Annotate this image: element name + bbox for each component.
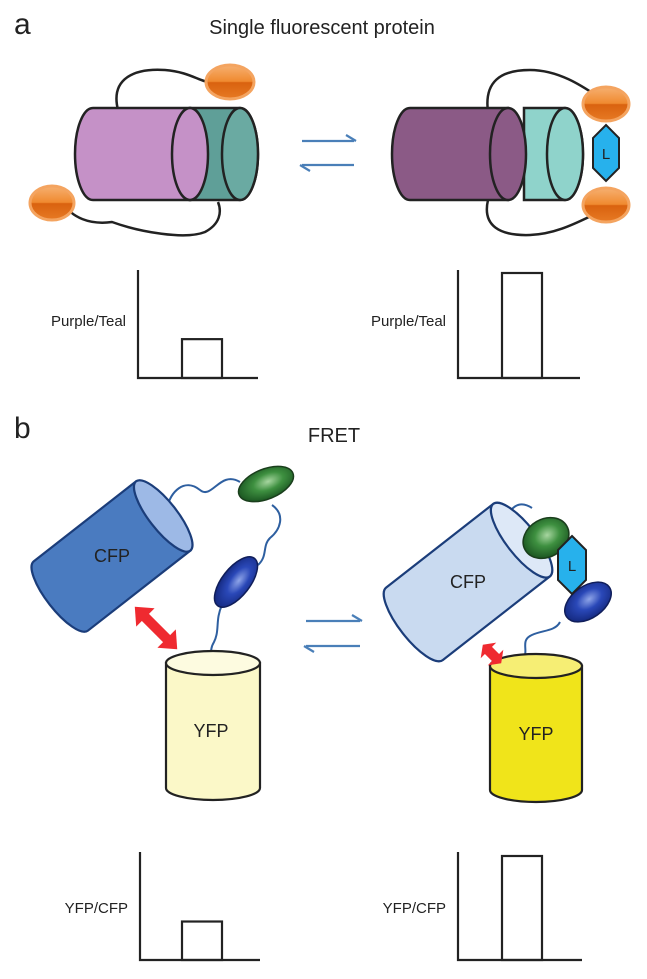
sensor-right-state: L (390, 68, 631, 237)
cfp-label-right: CFP (450, 572, 486, 592)
ratio-bar-b-right (500, 854, 544, 962)
panel-a-letter: a (14, 8, 31, 41)
ligand-label-b: L (568, 558, 576, 575)
ratio-bar-a-right (500, 271, 544, 380)
linker-cfp-green (165, 478, 241, 513)
green-domain-left (237, 465, 295, 503)
linker-green-navy (257, 504, 282, 566)
linker-bottom-left (60, 201, 222, 237)
linker-bottom-right (485, 199, 601, 237)
fret-right-state: CFP L YFP (382, 501, 612, 804)
yfp-cylinder-left: YFP (164, 649, 262, 802)
ratio-axes-a-right (456, 270, 580, 380)
panel-a-title: Single fluorescent protein (209, 17, 435, 39)
fret-double-arrow-left (134, 606, 178, 650)
panel-a: a Single fluorescent protein (14, 8, 631, 380)
ligand-label-a: L (602, 146, 610, 163)
linker-top-right (486, 68, 601, 113)
ratio-axes-a-left (136, 270, 258, 380)
cfp-cylinder-left: CFP (30, 479, 194, 633)
cfp-cylinder-right: CFP (382, 501, 554, 663)
orange-domain-bottom-right (581, 186, 631, 224)
ratio-bar-b-left (180, 920, 224, 962)
ratio-axis-label-a-left: Purple/Teal (51, 313, 126, 330)
navy-domain-left (213, 556, 259, 608)
linker-top-left (115, 68, 211, 111)
ratio-bar-a-left (180, 338, 224, 380)
purple-cylinder-face-right (488, 106, 528, 202)
ratio-axis-label-b-right: YFP/CFP (383, 900, 446, 917)
yfp-cylinder-right: YFP (488, 652, 584, 804)
ratio-chart-a-right: Purple/Teal (371, 270, 580, 380)
purple-cylinder-face (170, 106, 210, 202)
yfp-label-left: YFP (193, 721, 228, 741)
fret-left-state: CFP YFP (30, 465, 295, 802)
purple-cylinder-body (73, 106, 192, 202)
orange-domain-bottom (28, 184, 76, 222)
orange-domain-top-right (581, 85, 631, 123)
panel-b-title: FRET (308, 425, 360, 447)
yfp-label-right: YFP (518, 724, 553, 744)
cfp-label-left: CFP (94, 546, 130, 566)
panel-b-letter: b (14, 412, 31, 445)
linker-right-bottom (521, 621, 561, 661)
ratio-chart-b-right: YFP/CFP (383, 852, 582, 962)
panel-b: b FRET CFP YFP (14, 412, 612, 962)
equilibrium-arrows-b (303, 614, 363, 653)
ratio-chart-a-left: Purple/Teal (51, 270, 258, 380)
teal-cylinder-end (220, 106, 260, 202)
ratio-axis-label-a-right: Purple/Teal (371, 313, 446, 330)
purple-cylinder-body-right (390, 106, 510, 202)
navy-domain-right (564, 581, 612, 623)
ligand-hexagon-a: L (592, 123, 620, 183)
orange-domain-top (204, 63, 256, 101)
ratio-axes-b-right (456, 852, 582, 962)
ratio-axis-label-b-left: YFP/CFP (65, 900, 128, 917)
ratio-axes-b-left (138, 852, 260, 962)
sensor-left-state (28, 63, 260, 237)
equilibrium-arrows-a (299, 134, 357, 172)
ligand-hexagon-b: L (557, 534, 587, 596)
green-domain-right (522, 516, 570, 560)
ratio-chart-b-left: YFP/CFP (65, 852, 260, 962)
teal-cylinder-end-right (545, 106, 585, 202)
